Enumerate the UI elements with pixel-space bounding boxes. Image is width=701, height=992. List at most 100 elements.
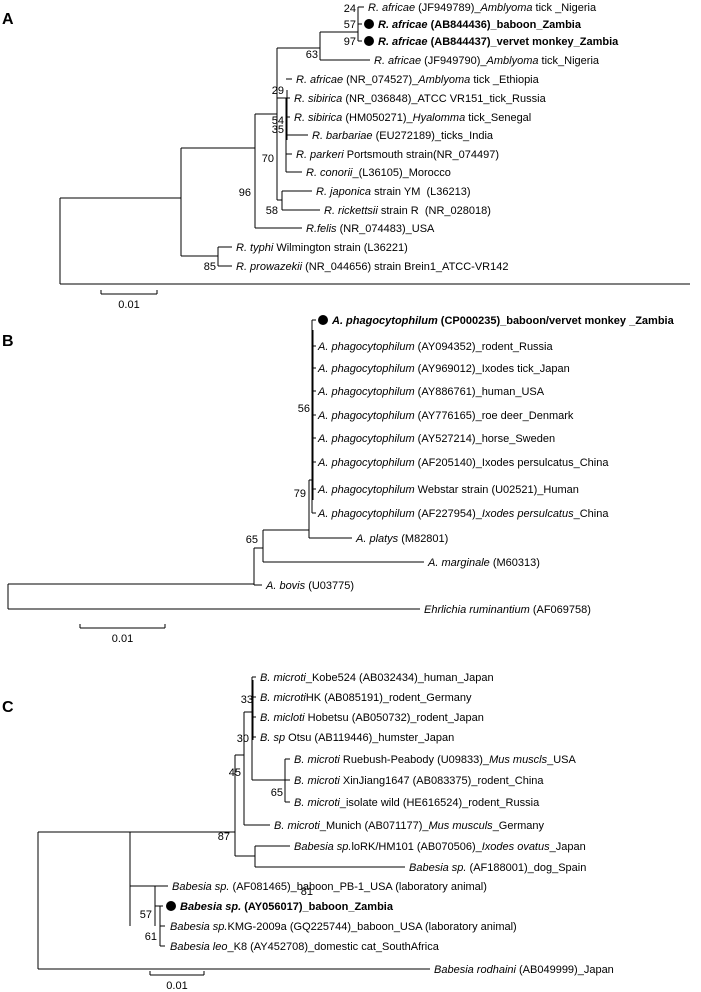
taxon-label: Ehrlichia ruminantium (AF069758)	[424, 604, 591, 616]
taxon-label-part: Ixodes persulcatus	[482, 508, 574, 520]
taxon-label: A. phagocytophilum (AF205140)_Ixodes per…	[317, 457, 609, 469]
taxon-label-part: B. microti	[260, 692, 306, 704]
taxon-label: R. africae (NR_074527)_Amblyoma tick _Et…	[296, 74, 540, 86]
taxon-label-part: A. phagocytophilum	[317, 484, 415, 496]
bootstrap-value: 61	[145, 931, 157, 943]
taxon-label-part: B. micloti	[260, 712, 305, 724]
taxon-label-part: (AY969012)_Ixodes tick_Japan	[415, 363, 570, 375]
taxon-label-part: A. phagocytophilum	[317, 457, 415, 469]
taxon-label-part: Amblyoma	[417, 74, 470, 86]
scale-bar-label: 0.01	[118, 299, 139, 311]
taxon-label-part: _Japan	[549, 841, 586, 853]
study-sample-marker	[318, 315, 328, 325]
taxon-label-part: B. microti	[260, 672, 306, 684]
taxon-label-part: Wilmington strain (L36221)	[273, 242, 408, 254]
bootstrap-value: 79	[294, 488, 306, 500]
bootstrap-value: 65	[246, 534, 258, 546]
taxon-label-part: Ruebush-Peabody (U09833)_	[340, 754, 490, 766]
taxon-label: Babesia sp.KMG-2009a (GQ225744)_baboon_U…	[170, 921, 517, 933]
taxon-label: R. conorii_(L36105)_Morocco	[306, 167, 451, 179]
taxon-label-part: Otsu (AB119446)_humster_Japan	[285, 732, 454, 744]
taxon-label-part: A. phagocytophilum	[317, 386, 415, 398]
taxon-label: A. bovis (U03775)	[265, 580, 354, 592]
taxon-label: B. microti_isolate wild (HE616524)_roden…	[294, 797, 540, 809]
taxon-label-part: tick_Nigeria	[538, 55, 599, 67]
taxon-label-part: (AF069758)	[530, 604, 591, 616]
taxon-label-part: A. phagocytophilum	[317, 433, 415, 445]
taxon-label-part: (HM050271)_	[342, 112, 413, 124]
taxon-label-part: Webstar strain (U02521)_Human	[415, 484, 579, 496]
taxon-label-part: (AY056017)_baboon_Zambia	[241, 901, 394, 913]
bootstrap-value: 97	[344, 36, 356, 48]
taxon-label-part: A. phagocytophilum	[317, 363, 415, 375]
bootstrap-value: 30	[237, 733, 249, 745]
taxon-label-part: R. conorii	[306, 167, 353, 179]
taxon-label-part: (CP000235)_baboon/vervet monkey _Zambia	[438, 315, 675, 327]
taxon-label-part: (AF081465)_baboon_PB-1_USA (laboratory a…	[229, 881, 486, 893]
panel-b-anaplasma-tree: B Ehrlichia ruminantium (AF069758)A. bov…	[2, 315, 675, 645]
taxon-label-part: Babesia sp.	[172, 881, 229, 893]
taxon-label: R. sibirica (HM050271)_Hyalomma tick_Sen…	[294, 112, 531, 124]
taxon-label: B. sp Otsu (AB119446)_humster_Japan	[260, 732, 454, 744]
bootstrap-value: 33	[241, 694, 253, 706]
taxon-label-part: Mus muscls	[489, 754, 548, 766]
taxon-label: R. prowazekii (NR_044656) strain Brein1_…	[236, 261, 508, 273]
taxon-label: R. africae (AB844436)_baboon_Zambia	[378, 19, 582, 31]
bootstrap-value: 56	[298, 403, 310, 415]
taxon-label-part: tick _Ethiopia	[470, 74, 539, 86]
bootstrap-value: 63	[306, 49, 318, 61]
panel-a-rickettsia-tree: A R. typhi Wilmington strain (L36221) R. …	[2, 2, 690, 311]
taxon-label-part: Mus musculs	[429, 820, 494, 832]
scale-bar-label: 0.01	[112, 633, 133, 645]
panel-label-c: C	[2, 699, 14, 716]
taxon-label-part: Babesia rodhaini	[434, 964, 517, 976]
taxon-label-part: (JF949789)_	[415, 2, 481, 14]
panel-label-a: A	[2, 11, 14, 28]
study-sample-marker	[364, 36, 374, 46]
taxon-label-part: Babesia sp.	[180, 901, 241, 913]
taxon-label-part: R. sibirica	[294, 112, 342, 124]
taxon-label-part: R. africae	[378, 19, 428, 31]
taxon-label-part: Babesia sp.	[170, 921, 227, 933]
taxon-label-part: (NR_044656) strain Brein1_ATCC-VR142	[302, 261, 508, 273]
taxon-label-part: (AF227954)_	[415, 508, 483, 520]
taxon-label-part: strain YM (L36213)	[371, 186, 470, 198]
bootstrap-value: 70	[262, 153, 274, 165]
bootstrap-value: 57	[344, 19, 356, 31]
taxon-label: B. micloti Hobetsu (AB050732)_rodent_Jap…	[260, 712, 484, 724]
taxon-label-part: R. barbariae	[312, 130, 373, 142]
taxon-label-part: R. prowazekii	[236, 261, 303, 273]
taxon-label-part: _K8 (AY452708)_domestic cat_SouthAfrica	[227, 941, 440, 953]
taxon-label: R. africae (JF949789)_Amblyoma tick _Nig…	[368, 2, 597, 14]
bootstrap-value: 24	[344, 3, 356, 15]
taxon-label-part: _(L36105)_Morocco	[351, 167, 450, 179]
taxon-label-part: Amblyoma	[486, 55, 539, 67]
taxon-label-part: Babesia sp.	[294, 841, 351, 853]
taxon-label-part: (M82801)	[398, 533, 448, 545]
taxon-label-part: R. africae	[296, 74, 343, 86]
bootstrap-value: 45	[229, 767, 241, 779]
taxon-label-part: _Munich (AB071177)_	[319, 820, 430, 832]
taxon-label: R. africae (AB844437)_vervet monkey_Zamb…	[378, 36, 619, 48]
taxon-label-part: (NR_074483)_USA	[337, 223, 435, 235]
bootstrap-value: 58	[266, 205, 278, 217]
taxon-label-part: R. africae	[374, 55, 421, 67]
taxon-label-part: tick_Senegal	[465, 112, 531, 124]
taxon-label-part: Portsmouth strain(NR_074497)	[344, 149, 499, 161]
taxon-label: R. typhi Wilmington strain (L36221)	[236, 242, 408, 254]
taxon-label-part: loRK/HM101 (AB070506)_	[351, 841, 482, 853]
panel-c-babesia-tree: C Babesia rodhaini (AB049999)_JapanBabes…	[2, 672, 614, 992]
taxon-label: B. microti Ruebush-Peabody (U09833)_Mus …	[294, 754, 577, 766]
taxon-label-part: _isolate wild (HE616524)_rodent_Russia	[339, 797, 540, 809]
taxon-label-part: Hobetsu (AB050732)_rodent_Japan	[305, 712, 484, 724]
taxon-label: Babesia rodhaini (AB049999)_Japan	[434, 964, 614, 976]
taxon-label: R. parkeri Portsmouth strain(NR_074497)	[296, 149, 499, 161]
taxon-label-part: _China	[573, 508, 610, 520]
taxon-label-part: B. microti	[274, 820, 320, 832]
taxon-label: A. phagocytophilum (CP000235)_baboon/ver…	[331, 315, 675, 327]
taxon-label-part: (M60313)	[490, 557, 540, 569]
taxon-label: A. phagocytophilum (AF227954)_Ixodes per…	[317, 508, 609, 520]
taxon-label-part: (AY094352)_rodent_Russia	[415, 341, 554, 353]
taxon-label-part: (AF205140)_Ixodes persulcatus_China	[415, 457, 610, 469]
taxon-label: R. africae (JF949790)_Amblyoma tick_Nige…	[374, 55, 600, 67]
